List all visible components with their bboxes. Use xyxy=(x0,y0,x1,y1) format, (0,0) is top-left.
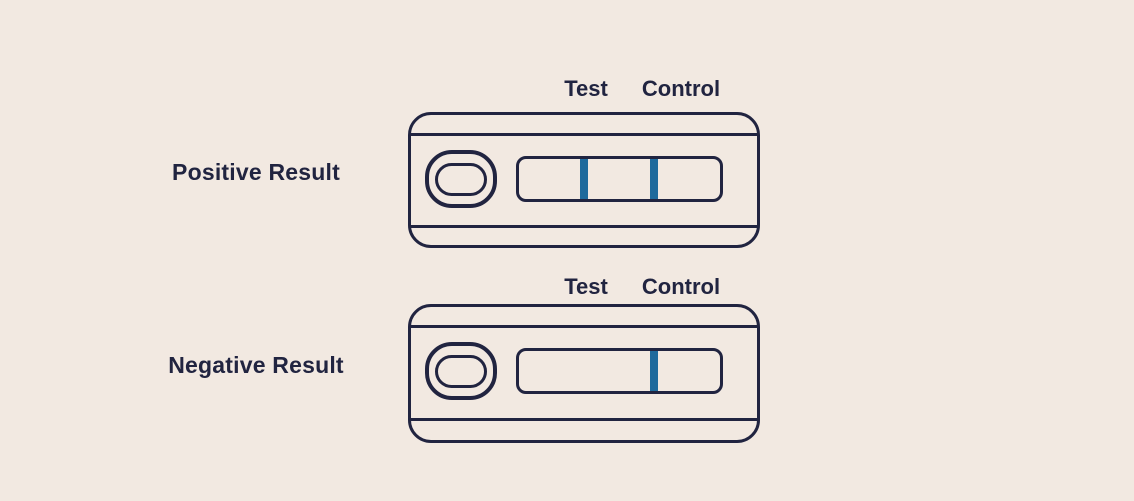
result-window xyxy=(516,348,723,394)
test-line xyxy=(580,159,588,199)
cassette-bottom-seam xyxy=(411,418,757,421)
cassette-bottom-seam xyxy=(411,225,757,228)
positive-test-marker-label: Test xyxy=(564,76,608,101)
cassette-top-seam xyxy=(411,325,757,328)
control-line xyxy=(650,159,658,199)
control-line xyxy=(650,351,658,391)
negative-result-label: Negative Result xyxy=(168,352,344,378)
cassette-top-seam xyxy=(411,133,757,136)
positive-test-cassette xyxy=(408,112,760,248)
positive-result-label: Positive Result xyxy=(172,159,340,185)
sample-well-inner xyxy=(435,354,487,388)
negative-control-marker-label: Control xyxy=(641,274,721,299)
sample-well xyxy=(425,342,497,400)
positive-control-marker-label: Control xyxy=(641,76,721,101)
sample-well xyxy=(425,150,497,208)
negative-test-marker-label: Test xyxy=(564,274,608,299)
sample-well-inner xyxy=(435,162,487,196)
negative-test-cassette xyxy=(408,304,760,443)
result-window xyxy=(516,156,723,202)
